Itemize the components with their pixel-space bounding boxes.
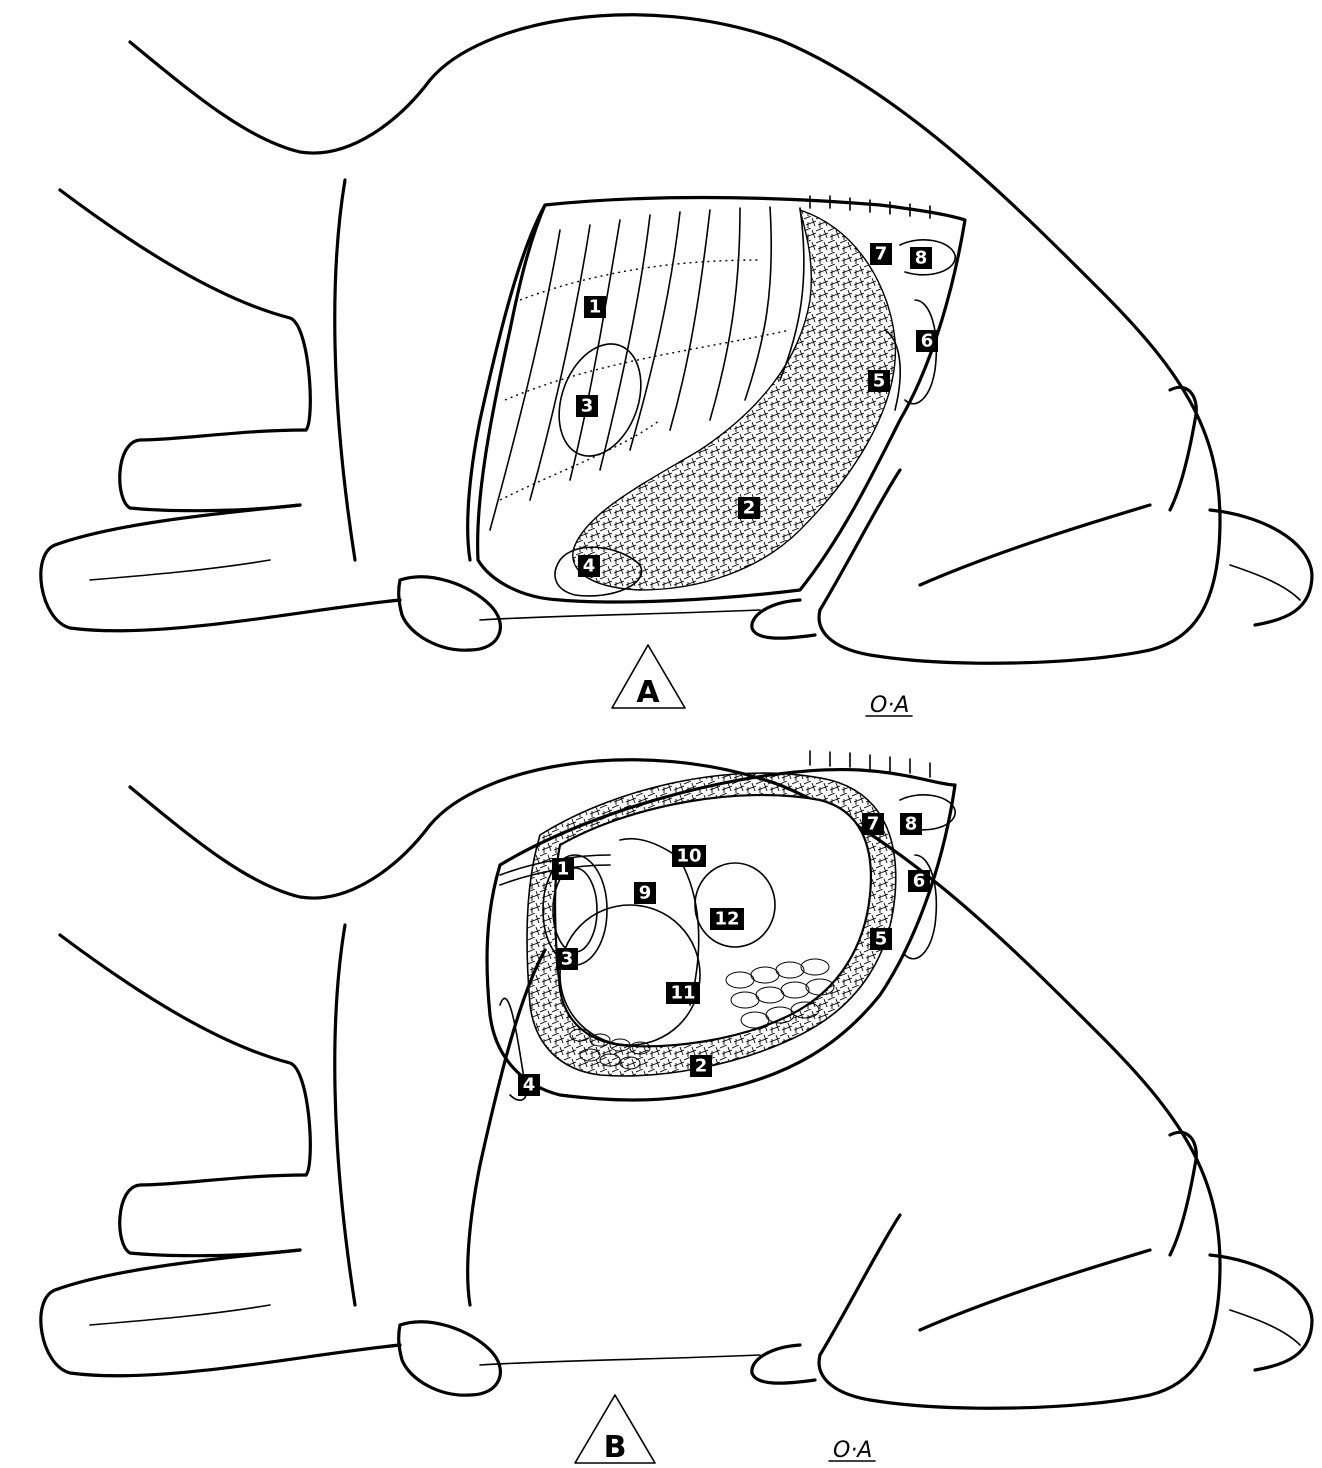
signature-a: O·A bbox=[870, 693, 909, 718]
svg-text:5: 5 bbox=[875, 929, 888, 950]
svg-text:4: 4 bbox=[523, 1075, 536, 1096]
svg-text:1: 1 bbox=[557, 859, 570, 880]
svg-text:2: 2 bbox=[743, 498, 756, 519]
svg-text:2: 2 bbox=[695, 1056, 708, 1077]
vertebrae bbox=[810, 196, 930, 218]
svg-text:7: 7 bbox=[875, 244, 888, 265]
label-b-2: 2 bbox=[690, 1055, 712, 1077]
label-a-8: 8 bbox=[910, 247, 932, 269]
panel-b: 1 2 3 4 5 6 7 8 9 10 11 12 B O·A bbox=[41, 751, 1312, 1465]
label-b-8: 8 bbox=[900, 813, 922, 835]
svg-text:3: 3 bbox=[581, 396, 594, 417]
svg-text:9: 9 bbox=[639, 883, 652, 904]
label-a-3: 3 bbox=[576, 395, 598, 417]
label-b-12: 12 bbox=[710, 908, 744, 930]
label-b-4: 4 bbox=[518, 1074, 540, 1096]
label-a-4: 4 bbox=[578, 555, 600, 577]
panel-b-marker: B bbox=[575, 1395, 655, 1465]
label-b-10: 10 bbox=[672, 845, 706, 867]
label-b-5: 5 bbox=[870, 928, 892, 950]
label-b-7: 7 bbox=[862, 813, 884, 835]
svg-text:A: A bbox=[636, 675, 660, 710]
svg-text:4: 4 bbox=[583, 556, 596, 577]
label-a-7: 7 bbox=[870, 243, 892, 265]
signature-b: O·A bbox=[833, 1438, 872, 1463]
svg-text:1: 1 bbox=[589, 297, 602, 318]
label-a-6: 6 bbox=[916, 330, 938, 352]
label-a-5: 5 bbox=[868, 370, 890, 392]
svg-text:8: 8 bbox=[905, 814, 918, 835]
label-b-3: 3 bbox=[556, 948, 578, 970]
svg-text:6: 6 bbox=[913, 871, 926, 892]
label-b-9: 9 bbox=[634, 882, 656, 904]
label-a-2: 2 bbox=[738, 497, 760, 519]
vertebrae-b bbox=[810, 751, 930, 777]
label-b-6: 6 bbox=[908, 870, 930, 892]
svg-text:8: 8 bbox=[915, 248, 928, 269]
panel-a: 1 2 3 4 5 6 7 8 A O·A bbox=[41, 15, 1312, 718]
svg-text:7: 7 bbox=[867, 814, 880, 835]
svg-text:11: 11 bbox=[670, 983, 695, 1004]
svg-text:5: 5 bbox=[873, 371, 886, 392]
svg-text:10: 10 bbox=[676, 846, 701, 867]
label-b-11: 11 bbox=[666, 982, 700, 1004]
label-b-1: 1 bbox=[552, 858, 574, 880]
svg-text:3: 3 bbox=[561, 949, 574, 970]
svg-text:12: 12 bbox=[714, 909, 739, 930]
panel-a-marker: A bbox=[612, 645, 685, 710]
svg-text:B: B bbox=[604, 1430, 627, 1465]
label-a-1: 1 bbox=[584, 296, 606, 318]
svg-text:6: 6 bbox=[921, 331, 934, 352]
